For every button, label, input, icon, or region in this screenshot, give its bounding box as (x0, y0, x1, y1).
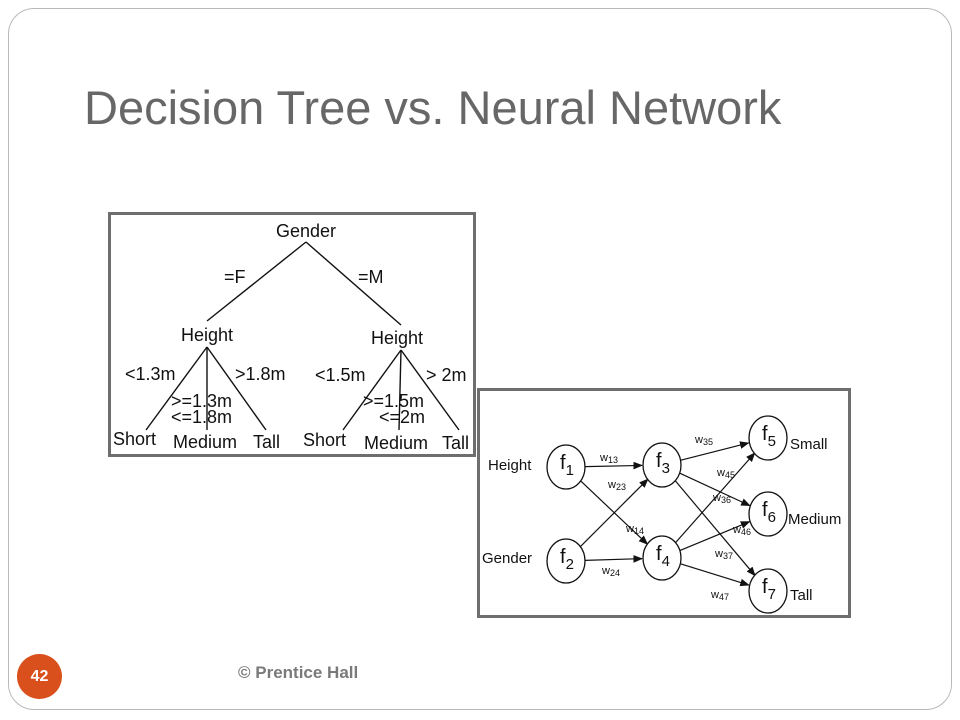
nn-node-label: f7 (762, 576, 776, 603)
tree-right-cond-low: <1.5m (315, 365, 366, 385)
nn-input-label-height: Height (488, 457, 532, 474)
nn-node-f1: f1 (546, 444, 586, 490)
nn-node-label: f5 (762, 423, 776, 450)
nn-edge-f1-f3 (584, 461, 643, 470)
slide-title: Decision Tree vs. Neural Network (84, 81, 782, 134)
tree-edge-left-tall (206, 346, 267, 431)
nn-weight-w24: w24 (601, 565, 620, 578)
nn-weight-w46: w46 (732, 524, 751, 537)
nn-weight-w47: w47 (710, 589, 729, 602)
nn-edge-f3-f6 (678, 472, 751, 507)
tree-edge-right-short (342, 349, 402, 431)
nn-node-f4: f4 (642, 535, 682, 581)
tree-edge-right-medium (398, 349, 402, 431)
nn-node-f7: f7 (748, 568, 788, 614)
nn-node-label: f3 (656, 450, 670, 477)
decision-tree-panel: Gender =F =M Height <1.3m >1.8m >=1.3m <… (108, 212, 476, 457)
tree-left-leaf-medium: Medium (173, 432, 237, 452)
nn-weight-w37: w37 (714, 548, 733, 561)
tree-left-cond-low: <1.3m (125, 364, 176, 384)
nn-node-f5: f5 (748, 415, 788, 461)
tree-edge-left-short (145, 346, 208, 431)
tree-right-cond-mid-2: <=2m (379, 407, 425, 427)
tree-right-cond-high: > 2m (426, 365, 467, 385)
nn-edge-f2-f3 (579, 478, 649, 548)
tree-branch-left-label: =F (224, 267, 246, 287)
nn-edge-f3-f7 (673, 479, 756, 577)
tree-right-leaf-tall: Tall (442, 433, 469, 453)
slide-number-badge: 42 (17, 654, 62, 699)
nn-weight-w13: w13 (599, 452, 618, 465)
tree-branch-right-label: =M (358, 267, 384, 287)
neural-network-panel: f1 f2 f3 f4 f5 f6 f7 w13 w23 w14 w24 w35 w45 w36 w46 w… (477, 388, 851, 618)
tree-edge-right-tall (400, 349, 460, 431)
footer-copyright: © Prentice Hall (238, 663, 359, 682)
tree-right-leaf-short: Short (303, 430, 346, 450)
decision-tree-diagram: Gender =F =M Height <1.3m >1.8m >=1.3m <… (113, 221, 469, 453)
tree-left-cond-high: >1.8m (235, 364, 286, 384)
nn-node-f2: f2 (546, 538, 586, 584)
tree-right-node-label: Height (371, 328, 423, 348)
nn-edge-f4-f7 (679, 563, 750, 587)
tree-right-leaf-medium: Medium (364, 433, 428, 453)
tree-edge-root-left (206, 241, 307, 322)
nn-node-f6: f6 (748, 491, 788, 537)
nn-weight-w23: w23 (607, 479, 626, 492)
nn-edge-f4-f6 (679, 521, 751, 552)
nn-edge-f1-f4 (579, 479, 649, 545)
tree-left-leaf-short: Short (113, 429, 156, 449)
nn-node-f3: f3 (642, 442, 682, 488)
nn-node-label: f6 (762, 499, 776, 526)
nn-node-label: f2 (560, 546, 574, 573)
nn-node-label: f4 (656, 543, 670, 570)
nn-weight-w36: w36 (712, 492, 731, 505)
tree-root-label: Gender (276, 221, 336, 241)
nn-edge-f3-f5 (680, 441, 750, 461)
tree-left-leaf-tall: Tall (253, 432, 280, 452)
nn-node-label: f1 (560, 452, 574, 479)
nn-weight-w35: w35 (694, 434, 713, 447)
tree-left-cond-mid-2: <=1.8m (171, 407, 232, 427)
nn-output-label-small: Small (790, 436, 828, 453)
nn-edge-f4-f5 (674, 452, 756, 545)
nn-edge-f2-f4 (584, 555, 643, 563)
tree-left-cond-mid-1: >=1.3m (171, 391, 232, 411)
neural-network-diagram: f1 f2 f3 f4 f5 f6 f7 w13 w23 w14 w24 w35 w45 w36 w46 w… (482, 415, 841, 614)
tree-right-cond-mid-1: >=1.5m (363, 391, 424, 411)
nn-weight-w45: w45 (716, 467, 735, 480)
nn-input-label-gender: Gender (482, 550, 532, 567)
nn-output-label-medium: Medium (788, 511, 841, 528)
tree-edge-root-right (305, 241, 402, 326)
nn-output-label-tall: Tall (790, 587, 813, 604)
tree-left-node-label: Height (181, 325, 233, 345)
nn-weight-w14: w14 (625, 523, 644, 536)
